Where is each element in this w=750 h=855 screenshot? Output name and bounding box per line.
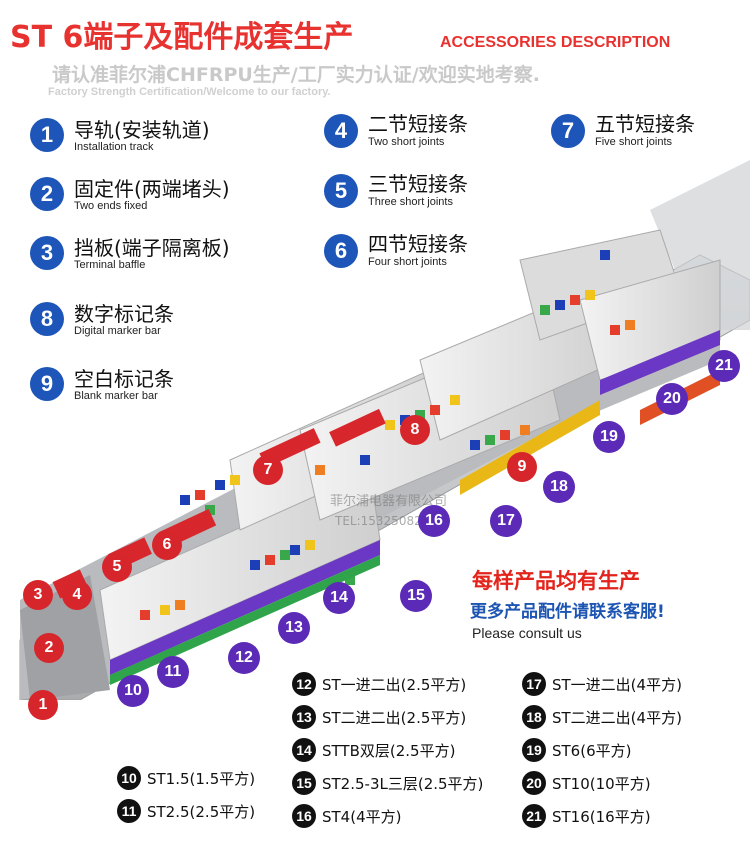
accessory-en: Blank marker bar xyxy=(74,390,158,402)
accessory-number: 5 xyxy=(324,174,358,208)
legend-item-20: 20 ST10(10平方) xyxy=(522,771,682,795)
badge-17: 17 xyxy=(490,505,522,537)
accessory-number: 1 xyxy=(30,118,64,152)
accessory-en: Five short joints xyxy=(595,136,673,148)
legend-number: 13 xyxy=(292,705,316,729)
badge-12: 12 xyxy=(228,642,260,674)
legend-col-0: 10 ST1.5(1.5平方) 11 ST2.5(2.5平方) xyxy=(117,766,255,823)
legend-item-17: 17 ST一进二出(4平方) xyxy=(522,672,682,696)
subtitle: 请认准菲尔浦CHFRPU生产/工厂实力认证/欢迎实地考察. xyxy=(52,64,540,86)
accessories-heading: ACCESSORIES DESCRIPTION xyxy=(440,34,671,51)
legend-item-13: 13 ST二进二出(2.5平方) xyxy=(292,705,483,729)
badge-8: 8 xyxy=(400,415,430,445)
badge-13: 13 xyxy=(278,612,310,644)
badge-3: 3 xyxy=(23,580,53,610)
legend-text: ST2.5-3L三层(2.5平方) xyxy=(322,774,484,793)
watermark: 菲尔浦电器有限公司 xyxy=(330,494,447,509)
badge-2: 2 xyxy=(34,633,64,663)
legend-item-15: 15 ST2.5-3L三层(2.5平方) xyxy=(292,771,483,795)
legend-text: ST6(6平方) xyxy=(552,741,632,760)
accessory-number: 7 xyxy=(551,114,585,148)
accessory-en: Terminal baffle xyxy=(74,259,146,271)
accessory-en: Three short joints xyxy=(368,196,453,208)
legend-item-16: 16 ST4(4平方) xyxy=(292,804,483,828)
legend-text: ST一进二出(4平方) xyxy=(552,675,682,694)
accessory-zh: 五节短接条 xyxy=(595,112,695,136)
legend-text: ST一进二出(2.5平方) xyxy=(322,675,467,694)
legend-number: 19 xyxy=(522,738,546,762)
badge-7: 7 xyxy=(253,455,283,485)
legend-number: 20 xyxy=(522,771,546,795)
legend-text: ST二进二出(4平方) xyxy=(552,708,682,727)
badge-16: 16 xyxy=(418,505,450,537)
legend-text: ST2.5(2.5平方) xyxy=(147,802,256,821)
badge-1: 1 xyxy=(28,690,58,720)
legend-number: 10 xyxy=(117,766,141,790)
legend-text: ST4(4平方) xyxy=(322,807,402,826)
legend-item-14: 14 STTB双层(2.5平方) xyxy=(292,738,483,762)
legend-number: 15 xyxy=(292,771,316,795)
accessory-number: 8 xyxy=(30,302,64,336)
watermark-tel: TEL:15325082 xyxy=(334,514,422,528)
accessory-en: Four short joints xyxy=(368,256,447,268)
accessory-zh: 导轨(安装轨道) xyxy=(74,118,210,142)
badge-10: 10 xyxy=(117,675,149,707)
badge-15: 15 xyxy=(400,580,432,612)
legend-item-19: 19 ST6(6平方) xyxy=(522,738,682,762)
legend-number: 11 xyxy=(117,799,141,823)
legend-number: 21 xyxy=(522,804,546,828)
legend-item-18: 18 ST二进二出(4平方) xyxy=(522,705,682,729)
legend-text: ST10(10平方) xyxy=(552,774,651,793)
accessory-en: Two short joints xyxy=(368,136,445,148)
badge-4: 4 xyxy=(62,580,92,610)
accessory-zh: 三节短接条 xyxy=(368,172,468,196)
slogan-en: Please consult us xyxy=(472,625,582,641)
accessory-number: 4 xyxy=(324,114,358,148)
accessory-zh: 数字标记条 xyxy=(74,302,174,326)
badge-18: 18 xyxy=(543,471,575,503)
accessory-zh: 二节短接条 xyxy=(368,112,468,136)
terminal-block-photo: 菲尔浦电器有限公司 TEL:15325082 xyxy=(19,160,750,700)
accessory-en: Installation track xyxy=(74,141,154,153)
legend-text: ST1.5(1.5平方) xyxy=(147,769,256,788)
legend-text: ST二进二出(2.5平方) xyxy=(322,708,467,727)
legend-text: ST16(16平方) xyxy=(552,807,651,826)
side-color-strips xyxy=(110,330,720,685)
accessory-zh: 四节短接条 xyxy=(368,232,468,256)
badge-5: 5 xyxy=(102,552,132,582)
legend-number: 18 xyxy=(522,705,546,729)
badge-9: 9 xyxy=(507,452,537,482)
legend-number: 14 xyxy=(292,738,316,762)
accessory-zh: 挡板(端子隔离板) xyxy=(74,236,230,260)
accessory-en: Two ends fixed xyxy=(74,200,148,212)
badge-19: 19 xyxy=(593,421,625,453)
badge-14: 14 xyxy=(323,582,355,614)
legend-col-2: 17 ST一进二出(4平方) 18 ST二进二出(4平方) 19 ST6(6平方… xyxy=(522,672,682,828)
legend-item-21: 21 ST16(16平方) xyxy=(522,804,682,828)
accessory-number: 2 xyxy=(30,177,64,211)
accessory-number: 6 xyxy=(324,234,358,268)
slogan-main: 每样产品均有生产 xyxy=(472,569,640,593)
legend-text: STTB双层(2.5平方) xyxy=(322,741,456,760)
legend-item-12: 12 ST一进二出(2.5平方) xyxy=(292,672,483,696)
subtitle-en: Factory Strength Certification/Welcome t… xyxy=(48,86,331,98)
legend-item-11: 11 ST2.5(2.5平方) xyxy=(117,799,255,823)
badge-21: 21 xyxy=(708,350,740,382)
legend-item-10: 10 ST1.5(1.5平方) xyxy=(117,766,255,790)
legend-number: 16 xyxy=(292,804,316,828)
legend-col-1: 12 ST一进二出(2.5平方) 13 ST二进二出(2.5平方) 14 STT… xyxy=(292,672,483,828)
badge-6: 6 xyxy=(152,530,182,560)
legend-number: 12 xyxy=(292,672,316,696)
accessory-number: 3 xyxy=(30,236,64,270)
accessory-number: 9 xyxy=(30,367,64,401)
page-title: ST 6端子及配件成套生产 xyxy=(10,20,354,55)
legend-number: 17 xyxy=(522,672,546,696)
accessory-zh: 空白标记条 xyxy=(74,367,174,391)
accessory-zh: 固定件(两端堵头) xyxy=(74,177,230,201)
accessory-en: Digital marker bar xyxy=(74,325,161,337)
slogan-contact: 更多产品配件请联系客服! xyxy=(470,602,665,622)
badge-20: 20 xyxy=(656,383,688,415)
badge-11: 11 xyxy=(157,656,189,688)
